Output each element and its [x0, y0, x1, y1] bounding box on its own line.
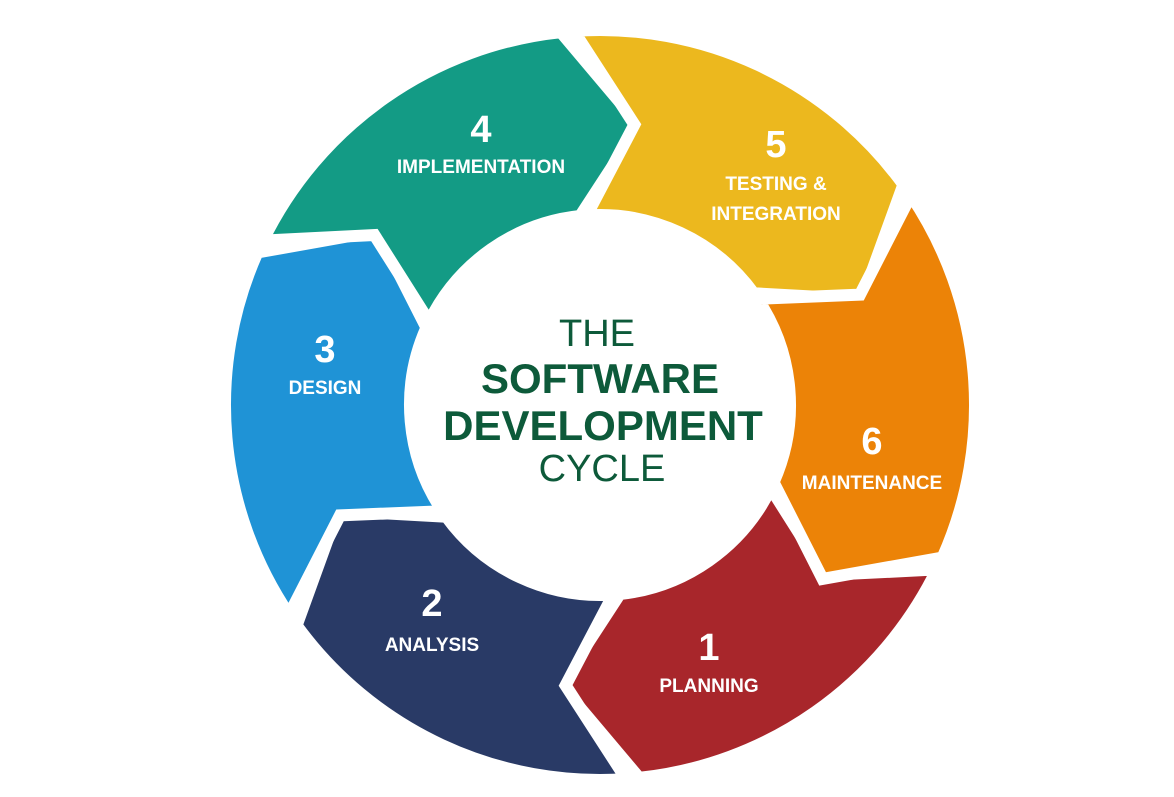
- stage-label-4: IMPLEMENTATION: [397, 157, 565, 178]
- stage-number-6: 6: [861, 421, 882, 463]
- center-hub: [410, 215, 790, 595]
- stage-label-5-line1: TESTING &: [725, 174, 827, 195]
- stage-number-4: 4: [470, 109, 491, 151]
- stage-label-1: PLANNING: [659, 676, 758, 697]
- stage-number-5: 5: [765, 124, 786, 166]
- stage-label-6: MAINTENANCE: [802, 473, 942, 494]
- stage-number-3: 3: [314, 329, 335, 371]
- stage-number-2: 2: [421, 583, 442, 625]
- center-title-line2: SOFTWARE: [481, 355, 719, 402]
- center-title-line3: DEVELOPMENT: [443, 402, 763, 449]
- center-title: THE SOFTWARE DEVELOPMENT CYCLE: [443, 313, 763, 490]
- stage-label-3: DESIGN: [289, 378, 362, 399]
- stage-label-5-line2: INTEGRATION: [711, 204, 840, 225]
- stage-label-2: ANALYSIS: [385, 635, 479, 656]
- center-title-line4: CYCLE: [539, 448, 666, 490]
- cycle-segments: [218, 24, 982, 786]
- stage-number-1: 1: [698, 627, 719, 669]
- center-title-line1: THE: [559, 313, 635, 355]
